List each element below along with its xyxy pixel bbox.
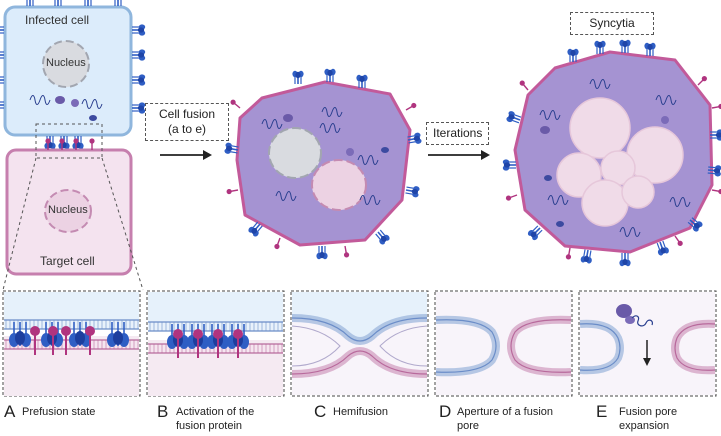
panel-a-letter: A xyxy=(4,402,16,421)
panel-e-illustration xyxy=(579,292,716,395)
panel-d-letter: D xyxy=(439,402,452,421)
target-cell xyxy=(5,137,133,276)
panel-e-caption: Fusion pore expansion xyxy=(619,405,677,433)
panel-a-caption-line1: Prefusion state xyxy=(22,406,96,418)
infected-cell xyxy=(0,0,146,150)
panel-a-illustration xyxy=(4,292,139,396)
panel-e-letter: E xyxy=(596,402,608,421)
arrow-iterations xyxy=(428,150,490,160)
panel-b-caption-line1: Activation of the xyxy=(176,406,255,418)
panel-e-caption-line2: expansion xyxy=(619,420,670,432)
nucleus-label-infected: Nucleus xyxy=(46,57,86,69)
panel-a-caption: Prefusion state xyxy=(22,405,95,419)
panel-b-caption-line2: fusion protein xyxy=(176,420,243,432)
cell-fusion-label: Cell fusion (a to e) xyxy=(145,103,229,141)
syncytia-label: Syncytia xyxy=(570,12,654,35)
arrow-fusion xyxy=(160,150,212,160)
panel-d-illustration xyxy=(435,292,572,395)
panel-d-caption-line1: Aperture of a fusion xyxy=(457,406,554,418)
panel-b-caption: Activation of the fusion protein xyxy=(176,405,254,433)
nucleus-label-target: Nucleus xyxy=(48,204,88,216)
panel-c-illustration xyxy=(291,292,428,395)
fused-cell xyxy=(223,68,423,261)
panel-b-illustration xyxy=(148,292,283,396)
infected-cell-label: Infected cell xyxy=(25,13,90,27)
panel-d-caption-line2: pore xyxy=(457,420,480,432)
cell-fusion-line2: (a to e) xyxy=(167,122,206,136)
panel-c-letter: C xyxy=(314,402,327,421)
panel-c-caption-line1: Hemifusion xyxy=(333,406,389,418)
iterations-label: Iterations xyxy=(426,122,490,145)
zoom-indicator xyxy=(2,123,144,291)
panel-b-letter: B xyxy=(157,402,169,421)
panel-d-caption: Aperture of a fusion pore xyxy=(457,405,553,433)
syncytium xyxy=(501,38,721,268)
cell-fusion-line1: Cell fusion xyxy=(158,107,216,121)
panel-e-caption-line1: Fusion pore xyxy=(619,406,678,418)
target-cell-label: Target cell xyxy=(40,254,95,268)
panel-c-caption: Hemifusion xyxy=(333,405,388,419)
